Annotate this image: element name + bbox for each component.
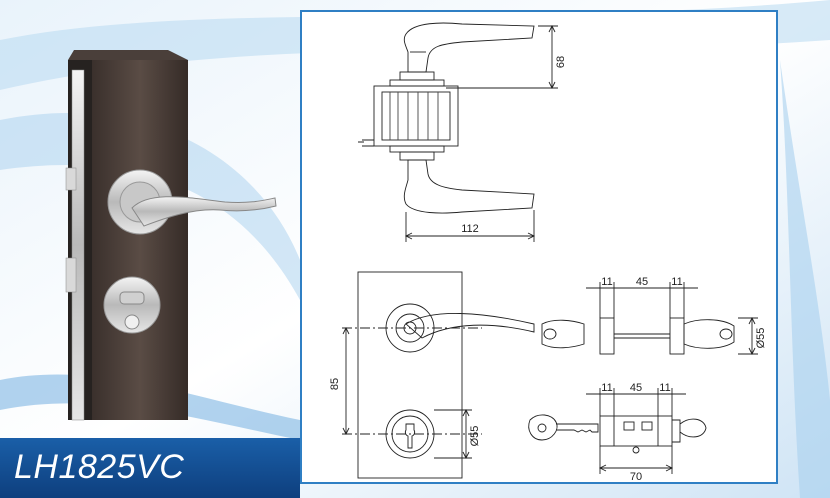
dim-front-spacing: 85 xyxy=(329,378,341,390)
front-plate-outline xyxy=(357,271,463,479)
dim-cylinder-middle: 45 xyxy=(630,382,642,394)
model-number: LH1825VC xyxy=(14,448,185,486)
dim-top-middle: 45 xyxy=(636,276,648,288)
dim-handle-length: 112 xyxy=(461,223,479,235)
dim-handle-offset: 68 xyxy=(555,56,567,68)
dim-cylinder-right: 11 xyxy=(659,382,670,394)
dead-bolt xyxy=(65,257,77,293)
lever-handle xyxy=(131,196,277,227)
thumb-turn-rose xyxy=(103,276,161,334)
faceplate xyxy=(71,69,85,421)
dim-lever-rose-diameter: Ø55 xyxy=(755,328,767,349)
technical-drawing: 68 112 85 Ø55 Ø55 11 45 11 11 45 11 70 xyxy=(300,10,778,484)
dim-cylinder-length: 70 xyxy=(630,471,642,482)
model-label-bar: LH1825VC xyxy=(0,438,300,498)
product-photo xyxy=(65,50,277,421)
dim-front-rose-diameter: Ø55 xyxy=(469,426,481,447)
latch-bolt xyxy=(65,167,77,191)
dim-top-right: 11 xyxy=(671,276,682,288)
dim-cylinder-left: 11 xyxy=(601,382,612,394)
dim-top-left: 11 xyxy=(601,276,612,288)
